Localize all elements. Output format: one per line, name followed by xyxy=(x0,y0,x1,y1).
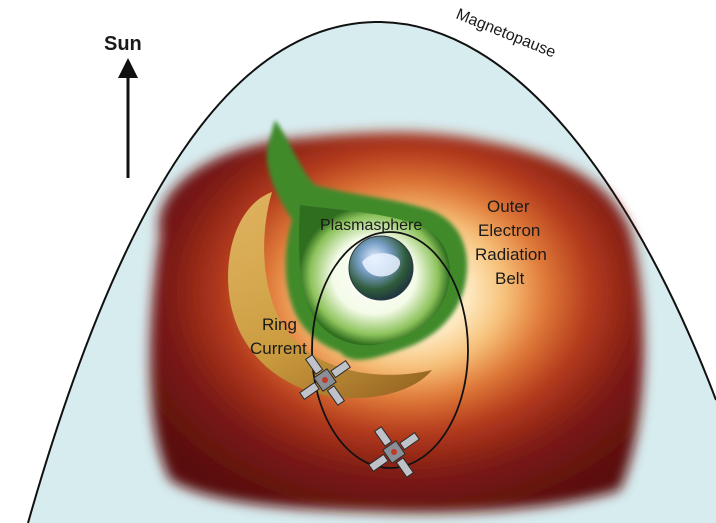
spacecraft-icon xyxy=(299,354,351,406)
outer-belt-label-1: Outer xyxy=(487,197,530,216)
magnetopause-boundary xyxy=(27,20,716,523)
spacecraft-icon xyxy=(368,426,420,478)
sun-label: Sun xyxy=(104,33,142,55)
up-arrow-head xyxy=(118,58,138,78)
ring-current-label-2: Current xyxy=(250,339,307,358)
outer-belt-label-4: Belt xyxy=(495,269,525,288)
outer-belt-label-2: Electron xyxy=(478,221,540,240)
outer-belt-label-3: Radiation xyxy=(475,245,547,264)
ring-current-label-1: Ring xyxy=(262,315,297,334)
ring-current-region xyxy=(228,192,432,399)
plasmasphere-label: Plasmasphere xyxy=(320,217,422,234)
spacecraft-orbit xyxy=(311,231,469,469)
earth-continent xyxy=(362,253,401,277)
